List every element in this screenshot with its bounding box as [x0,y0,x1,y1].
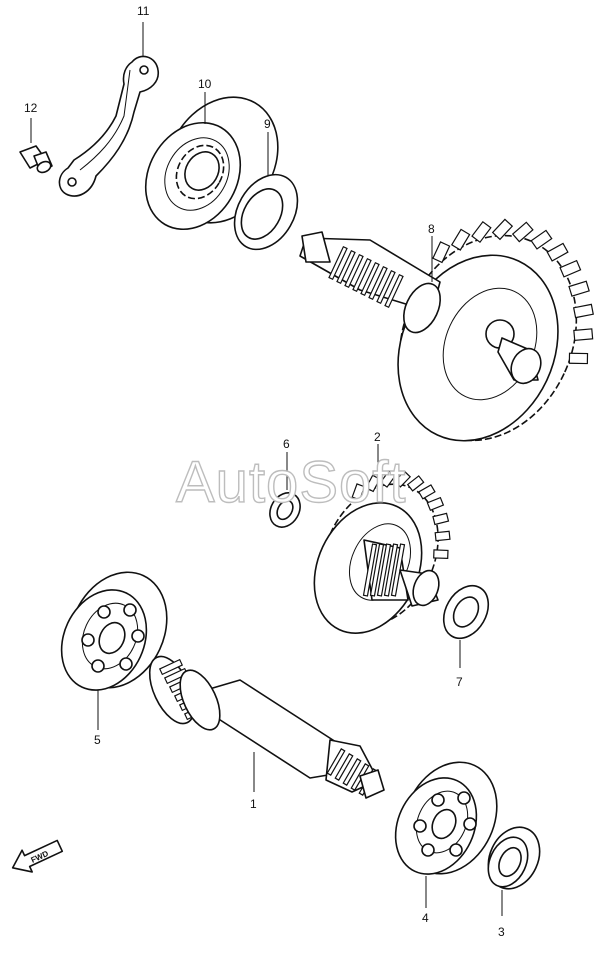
gear-tooth [376,269,396,305]
gear-tooth [568,352,589,365]
gear-tooth [546,242,569,262]
part-8-gear-shaft [299,218,594,442]
part-7-washer [442,584,490,640]
gear-tooth [344,253,364,289]
callout-11: 11 [137,4,150,18]
part-1-shaft [148,655,385,799]
part-3-seal [487,826,541,890]
callout-9: 9 [264,117,271,131]
part-2-gear [313,470,451,634]
gear-tooth [158,658,184,676]
gear-tooth [360,261,380,297]
gear-tooth [352,257,372,293]
callout-7: 7 [456,675,463,689]
gear-tooth [417,484,436,500]
gear-tooth [572,303,594,319]
gear-tooth [432,512,450,526]
gear-tooth [559,259,582,278]
gear-tooth [342,758,362,786]
gear-tooth [365,474,381,493]
gear-tooth [368,265,388,301]
gear-tooth [362,543,378,597]
gear-tooth [351,483,366,501]
callout-12: 12 [24,101,38,115]
gear-tooth [491,218,514,241]
gear-tooth [568,280,590,297]
gear-tooth [369,543,385,597]
gear-tooth [326,748,346,776]
gear-tooth [379,470,397,488]
gear-tooth [530,229,553,250]
gear-tooth [376,543,392,597]
callout-1: 1 [250,797,257,811]
callout-2: 2 [374,430,381,444]
gear-tooth [383,543,399,597]
callout-10: 10 [198,77,212,91]
callout-8: 8 [428,222,435,236]
callout-5: 5 [94,733,101,747]
gear-tooth [432,241,451,264]
gear-tooth [334,753,354,781]
part-4-bearing [394,761,498,875]
gear-tooth [573,328,594,342]
gear-tooth [433,549,449,560]
gear-tooth [511,221,534,243]
gear-tooth [384,273,404,309]
part-11-bracket [58,55,160,197]
gear-tooth [406,475,425,492]
gear-tooth [336,249,356,285]
fwd-arrow-icon: FWD [11,839,64,873]
part-5-bearing [60,571,168,691]
callout-6: 6 [283,437,290,451]
part-12-screw [19,145,53,174]
gear-tooth [393,470,412,488]
watermark: AutoSoft [176,450,406,515]
part-9-seal [233,173,299,251]
gear-tooth [450,228,471,251]
gear-tooth [426,496,445,512]
gear-tooth [434,530,451,542]
gear-tooth [471,220,492,244]
callout-4: 4 [422,911,429,925]
gear-tooth [328,245,348,281]
part-6-washer [269,492,301,528]
callout-3: 3 [498,925,505,939]
